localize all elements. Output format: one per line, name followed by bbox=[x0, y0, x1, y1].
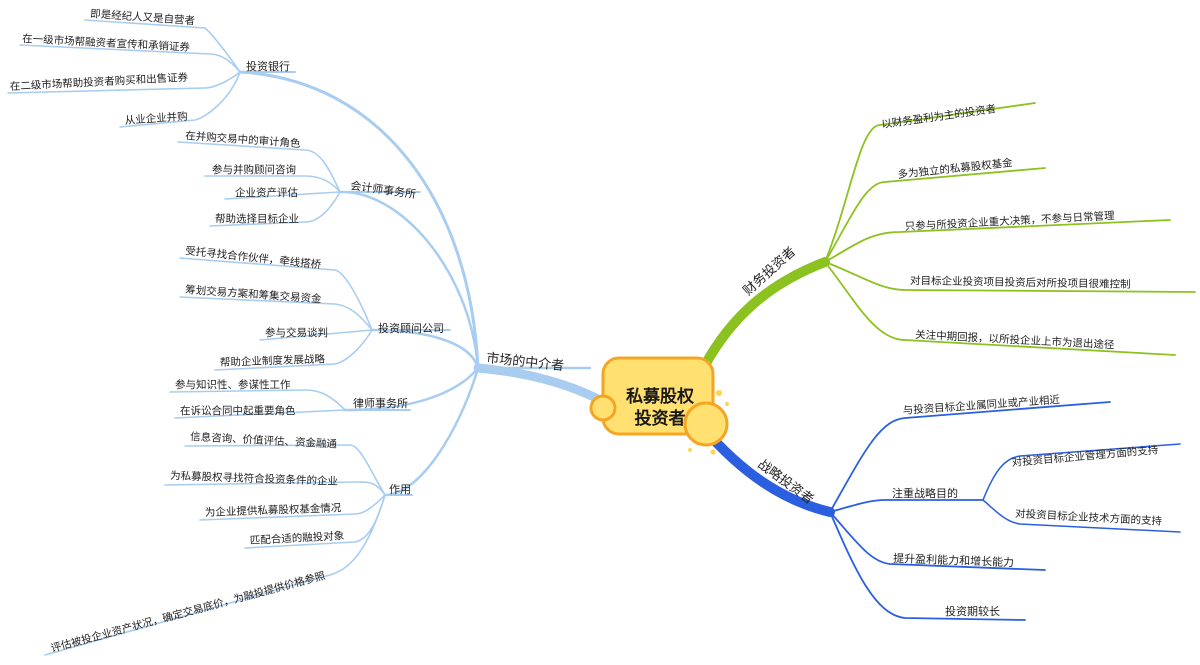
leaf-acc-1[interactable]: 在并购交易中的审计角色 bbox=[185, 129, 302, 150]
center-bubble-large bbox=[683, 401, 729, 447]
leaf-acc-2[interactable]: 参与并购顾问咨询 bbox=[212, 163, 296, 176]
center-bubble-small bbox=[589, 394, 617, 422]
leaf-role-5[interactable]: 评估被投企业资产状况，确定交易底价，为融投提供价格参照 bbox=[49, 569, 327, 655]
leaf-adv-3[interactable]: 参与交易谈判 bbox=[265, 326, 328, 339]
leaf-adv-2[interactable]: 筹划交易方案和筹集交易资金 bbox=[185, 283, 323, 306]
strategic-item-1[interactable]: 与投资目标企业属同业或产业相近 bbox=[902, 393, 1061, 417]
leaf-adv-1[interactable]: 受托寻找合作伙伴，牵线搭桥 bbox=[185, 244, 323, 271]
leaf-law-2[interactable]: 在诉讼合同中起重要角色 bbox=[180, 404, 296, 417]
financial-item-5[interactable]: 关注中期回报，以所投企业上市为退出途径 bbox=[915, 328, 1115, 351]
financial-item-4[interactable]: 对目标企业投资项目投资后对所投项目很难控制 bbox=[910, 274, 1131, 291]
center-dot bbox=[710, 449, 716, 455]
center-dot bbox=[688, 448, 692, 452]
leaf-ib-4[interactable]: 从业企业并购 bbox=[124, 110, 188, 127]
financial-item-3[interactable]: 只参与所投资企业重大决策，不参与日常管理 bbox=[904, 209, 1115, 233]
center-dot bbox=[716, 390, 722, 396]
leaf-role-1[interactable]: 信息咨询、价值评估、资金融通 bbox=[190, 430, 338, 451]
strategic-item-2[interactable]: 注重战略目的 bbox=[892, 486, 958, 500]
center-title-line1: 私募股权 bbox=[626, 386, 695, 407]
leaf-law-1[interactable]: 参与知识性、参谋性工作 bbox=[175, 378, 291, 391]
strategic-branch-lines bbox=[700, 401, 1181, 621]
financial-branch-lines bbox=[700, 102, 1196, 370]
group-title-advisor[interactable]: 投资顾问公司 bbox=[378, 321, 444, 335]
center-dot bbox=[725, 402, 729, 406]
financial-item-2[interactable]: 多为独立的私募股权基金 bbox=[897, 156, 1014, 181]
leaf-role-2[interactable]: 为私募股权寻找符合投资条件的企业 bbox=[170, 469, 338, 488]
group-title-role[interactable]: 作用 bbox=[389, 483, 411, 496]
leaf-acc-3[interactable]: 企业资产评估 bbox=[235, 186, 298, 199]
leaf-role-4[interactable]: 匹配合适的融投对象 bbox=[249, 529, 344, 547]
left-branch-lines bbox=[7, 19, 605, 656]
leaf-acc-4[interactable]: 帮助选择目标企业 bbox=[215, 212, 299, 225]
strategic-sub-item-1[interactable]: 对投资目标企业管理方面的支持 bbox=[1011, 443, 1159, 469]
strategic-item-3[interactable]: 提升盈利能力和增长能力 bbox=[893, 551, 1014, 569]
group-title-accounting[interactable]: 会计师事务所 bbox=[350, 179, 417, 201]
leaf-adv-4[interactable]: 帮助企业制度发展战略 bbox=[220, 352, 326, 369]
strategic-item-4[interactable]: 投资期较长 bbox=[945, 604, 1000, 618]
group-title-ib[interactable]: 投资银行 bbox=[246, 59, 290, 73]
group-title-law[interactable]: 律师事务所 bbox=[353, 397, 408, 410]
center-title-line2: 投资者 bbox=[635, 408, 686, 429]
leaf-ib-2[interactable]: 在一级市场帮融资者宣传和承销证券 bbox=[22, 32, 191, 54]
center-node[interactable]: 私募股权 投资者 bbox=[589, 356, 729, 455]
leaf-role-3[interactable]: 为企业提供私募股权基金情况 bbox=[205, 501, 342, 519]
financial-item-1[interactable]: 以财务盈利为主的投资者 bbox=[881, 102, 997, 131]
